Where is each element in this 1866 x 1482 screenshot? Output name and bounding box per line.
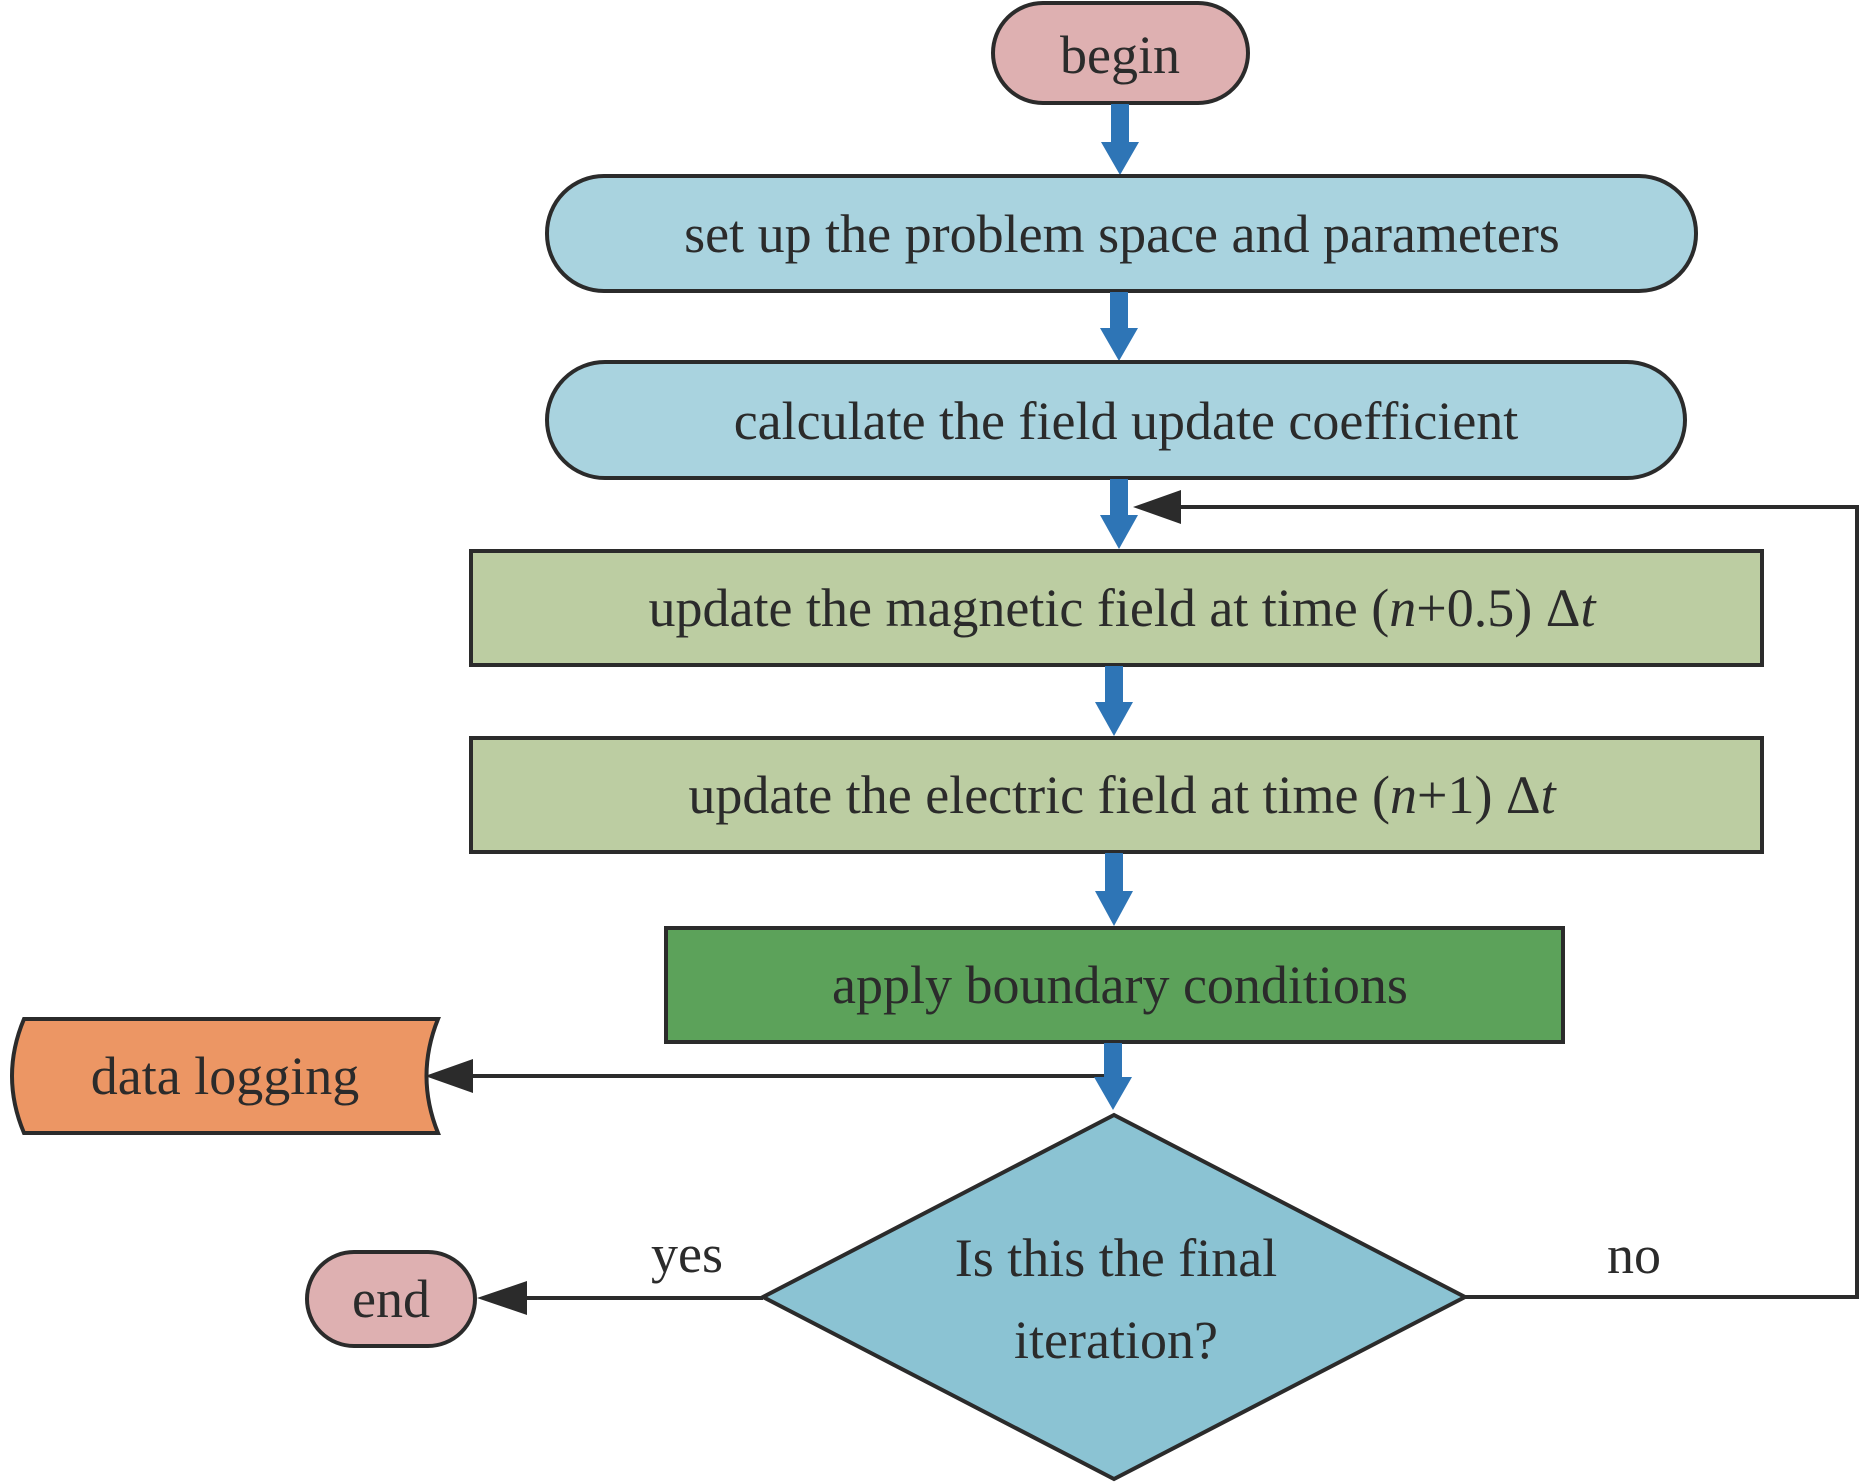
loop-back-connector: [1133, 490, 1859, 1299]
logging-arrowhead-icon: [425, 1059, 473, 1093]
no-label: no: [1607, 1225, 1661, 1285]
data-logging-label: data logging: [91, 1046, 359, 1106]
electric-update-node: update the electric field at time (n+1) …: [469, 736, 1764, 854]
decision-label-line1: Is this the final: [955, 1228, 1277, 1288]
flow-arrow-2: [1100, 292, 1138, 361]
electric-update-shape: [469, 736, 1764, 854]
coefficient-node: calculate the field update coefficient: [545, 360, 1687, 480]
flow-arrow-5: [1095, 853, 1133, 926]
begin-label: begin: [1060, 25, 1180, 85]
end-shape: [305, 1250, 477, 1348]
flow-arrow-3: [1100, 479, 1138, 549]
begin-node: begin: [991, 1, 1250, 105]
boundary-node: apply boundary conditions: [664, 926, 1565, 1044]
loop-arrowhead-icon: [1133, 490, 1181, 524]
yes-arrowhead-icon: [477, 1281, 527, 1315]
end-node: end: [305, 1250, 477, 1348]
setup-label: set up the problem space and parameters: [684, 204, 1560, 264]
setup-node: set up the problem space and parameters: [545, 174, 1698, 293]
coefficient-shape: [545, 360, 1687, 480]
data-logging-shape: [10, 1017, 441, 1135]
decision-shape: [758, 1112, 1470, 1482]
magnetic-update-shape: [469, 549, 1764, 667]
end-label: end: [352, 1269, 430, 1329]
setup-shape: [545, 174, 1698, 293]
boundary-shape: [664, 926, 1565, 1044]
magnetic-update-label: update the magnetic field at time (n+0.5…: [649, 578, 1598, 638]
electric-update-label: update the electric field at time (n+1) …: [688, 765, 1557, 825]
begin-shape: [991, 1, 1250, 105]
decision-label-line2: iteration?: [1014, 1310, 1218, 1370]
flow-arrow-4: [1095, 666, 1133, 736]
logging-connector: [425, 1059, 1105, 1093]
magnetic-update-node: update the magnetic field at time (n+0.5…: [469, 549, 1764, 667]
flow-arrow-6: [1094, 1043, 1132, 1110]
data-logging-node: data logging: [10, 1017, 441, 1135]
yes-connector: yes: [477, 1224, 763, 1315]
flow-arrow-1: [1101, 104, 1139, 175]
coefficient-label: calculate the field update coefficient: [734, 391, 1519, 451]
decision-node: Is this the final iteration?: [758, 1112, 1470, 1482]
boundary-label: apply boundary conditions: [832, 955, 1408, 1015]
yes-label: yes: [651, 1224, 723, 1284]
